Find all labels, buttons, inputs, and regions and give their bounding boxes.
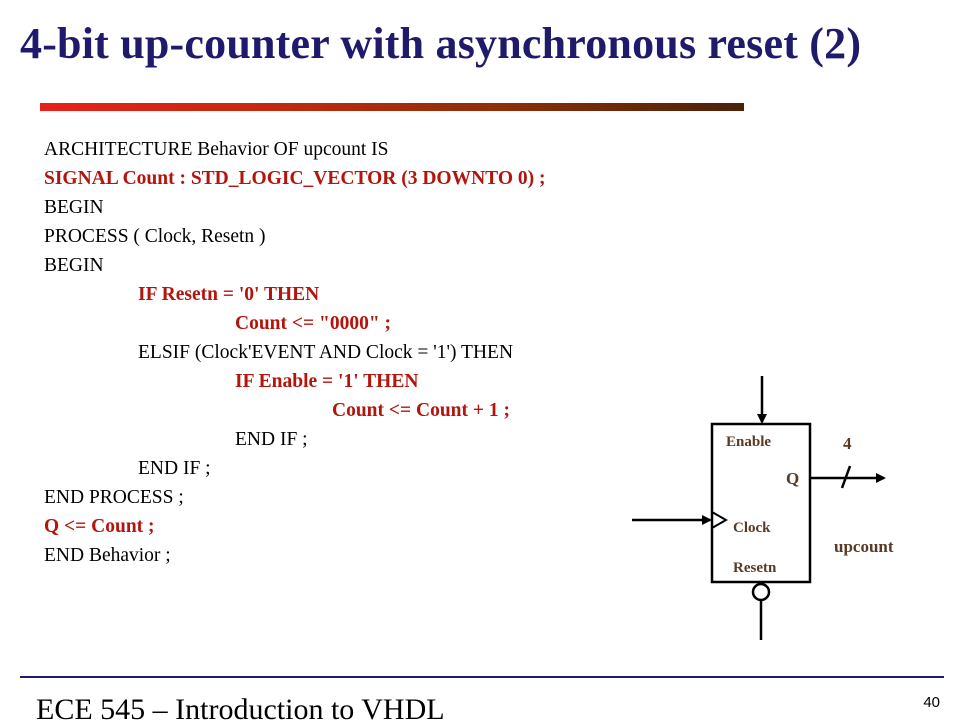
bus-width-label: 4 <box>843 434 852 453</box>
enable-port-label: Enable <box>726 434 771 450</box>
code-line: SIGNAL Count : STD_LOGIC_VECTOR (3 DOWNT… <box>44 168 546 189</box>
footer-rule <box>20 676 944 678</box>
code-line: END Behavior ; <box>44 545 171 566</box>
code-line: BEGIN <box>44 255 104 276</box>
component-name-label: upcount <box>834 537 894 556</box>
code-line: IF Resetn = '0' THEN <box>138 284 320 305</box>
title-underline-bar <box>40 103 744 111</box>
code-line: ELSIF (Clock'EVENT AND Clock = '1') THEN <box>138 342 514 363</box>
vhdl-code-block: ARCHITECTURE Behavior OF upcount IS SIGN… <box>44 135 546 570</box>
footer-course-title: ECE 545 – Introduction to VHDL <box>36 693 445 726</box>
q-port-label: Q <box>786 469 799 488</box>
resetn-port-label: Resetn <box>733 560 777 576</box>
clock-edge-triangle <box>711 511 729 529</box>
code-line: IF Enable = '1' THEN <box>235 371 419 392</box>
code-line: END IF ; <box>235 429 308 450</box>
code-line: Count <= Count + 1 ; <box>332 400 510 421</box>
code-line: Count <= "0000" ; <box>235 313 392 334</box>
code-line: END IF ; <box>138 458 211 479</box>
code-line: ARCHITECTURE Behavior OF upcount IS <box>44 139 389 160</box>
code-line: Q <= Count ; <box>44 516 155 537</box>
code-line: PROCESS ( Clock, Resetn ) <box>44 226 266 247</box>
code-line: END PROCESS ; <box>44 487 184 508</box>
counter-box <box>710 422 812 584</box>
slide-title: 4-bit up-counter with asynchronous reset… <box>20 19 862 68</box>
page-number: 40 <box>923 694 940 711</box>
clock-port-label: Clock <box>733 520 771 536</box>
code-line: BEGIN <box>44 197 104 218</box>
resetn-inversion-bubble <box>751 582 771 602</box>
bus-width-slash <box>840 465 852 489</box>
